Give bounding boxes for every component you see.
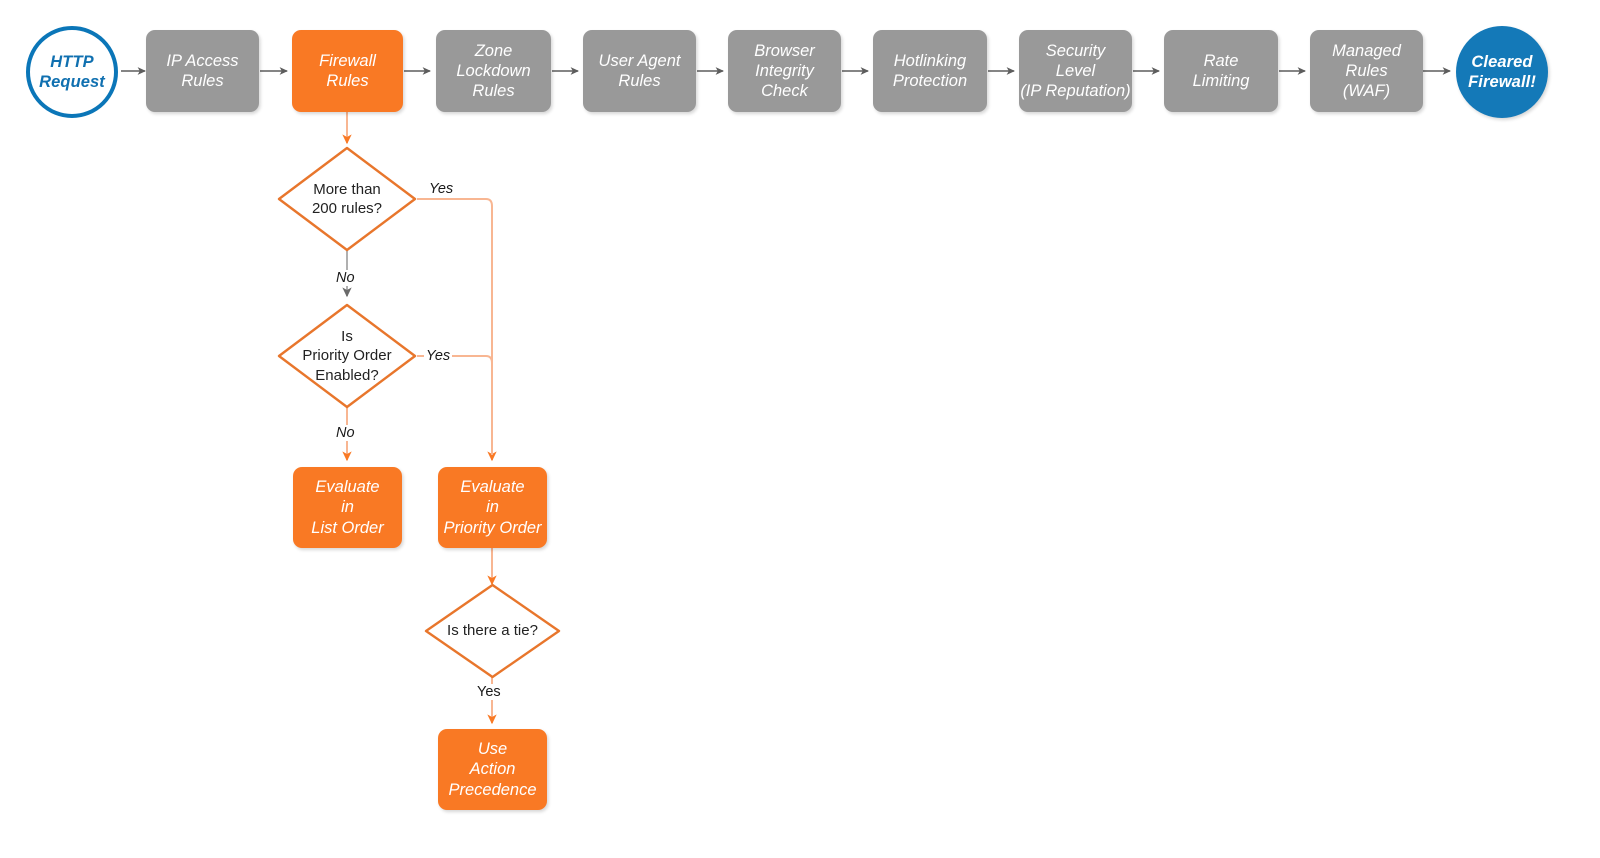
- node-user-agent-rules[interactable]: User Agent Rules: [583, 30, 696, 112]
- decision-is-there-a-tie-label: Is there a tie?: [447, 622, 538, 640]
- node-hotlinking-protection[interactable]: Hotlinking Protection: [873, 30, 987, 112]
- node-use-action-precedence-label: Use Action Precedence: [448, 740, 537, 799]
- edge-label-text: Yes: [426, 348, 451, 364]
- node-use-action-precedence[interactable]: Use Action Precedence: [438, 729, 547, 810]
- edge-label-text: No: [336, 270, 355, 286]
- edge-label-text: Yes: [429, 181, 454, 197]
- diamond-shape: [277, 146, 417, 252]
- node-ip-access-rules[interactable]: IP Access Rules: [146, 30, 259, 112]
- node-security-level-label: Security Level (IP Reputation): [1020, 41, 1131, 101]
- edge-label-text: Yes: [477, 684, 501, 700]
- node-ip-access-rules-label: IP Access Rules: [166, 51, 239, 90]
- node-rate-limiting[interactable]: Rate Limiting: [1164, 30, 1278, 112]
- node-evaluate-in-list-order-label: Evaluate in List Order: [311, 478, 384, 537]
- node-http-request-label: HTTP Request: [39, 52, 105, 91]
- node-cleared-firewall-label: Cleared Firewall!: [1468, 52, 1536, 91]
- decision-more-than-200-rules-label: More than 200 rules?: [311, 180, 383, 217]
- edge-label-yes-priority-order: Yes: [424, 348, 453, 364]
- edge-label-no-priority-order: No: [334, 425, 357, 441]
- node-zone-lockdown-rules-label: Zone Lockdown Rules: [456, 41, 531, 101]
- node-evaluate-in-priority-order-label: Evaluate in Priority Order: [443, 478, 542, 537]
- edge-label-no-200-rules: No: [334, 270, 357, 286]
- node-hotlinking-protection-label: Hotlinking Protection: [892, 51, 968, 90]
- edge-label-text: No: [336, 425, 355, 441]
- node-firewall-rules[interactable]: Firewall Rules: [292, 30, 403, 112]
- decision-is-priority-order-enabled-label: Is Priority Order Enabled?: [302, 328, 392, 384]
- decision-is-priority-order-enabled[interactable]: Is Priority Order Enabled?: [277, 303, 417, 409]
- node-evaluate-in-priority-order[interactable]: Evaluate in Priority Order: [438, 467, 547, 548]
- node-user-agent-rules-label: User Agent Rules: [598, 51, 681, 90]
- diamond-shape: [277, 303, 417, 409]
- node-managed-rules-waf[interactable]: Managed Rules (WAF): [1310, 30, 1423, 112]
- node-cleared-firewall[interactable]: Cleared Firewall!: [1456, 26, 1548, 118]
- edge-priority-yes-to-priority-order: [417, 355, 493, 455]
- decision-is-there-a-tie[interactable]: Is there a tie?: [424, 583, 561, 679]
- edge-label-yes-200-rules: Yes: [427, 181, 456, 197]
- node-rate-limiting-label: Rate Limiting: [1192, 51, 1250, 90]
- decision-more-than-200-rules[interactable]: More than 200 rules?: [277, 146, 417, 252]
- node-browser-integrity-check[interactable]: Browser Integrity Check: [728, 30, 841, 112]
- node-zone-lockdown-rules[interactable]: Zone Lockdown Rules: [436, 30, 551, 112]
- node-security-level[interactable]: Security Level (IP Reputation): [1019, 30, 1132, 112]
- node-browser-integrity-check-label: Browser Integrity Check: [754, 41, 815, 101]
- node-evaluate-in-list-order[interactable]: Evaluate in List Order: [293, 467, 402, 548]
- node-firewall-rules-label: Firewall Rules: [319, 51, 376, 90]
- diamond-shape: [424, 583, 561, 679]
- edge-200rules-yes-to-priority-order: [417, 198, 497, 462]
- node-managed-rules-waf-label: Managed Rules (WAF): [1332, 41, 1401, 101]
- node-http-request[interactable]: HTTP Request: [26, 26, 118, 118]
- edge-label-yes-tie: Yes: [475, 684, 503, 700]
